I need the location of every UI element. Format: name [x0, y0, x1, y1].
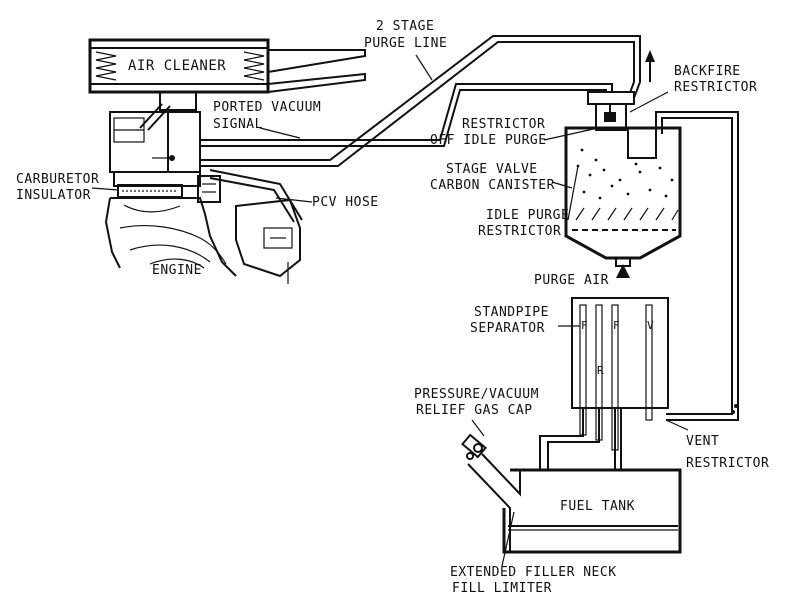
carburetor [109, 92, 221, 203]
label-restrictor-off-line2: OFF IDLE PURGE [430, 133, 547, 148]
air-cleaner [88, 38, 366, 94]
label-restrictor-off-line1: RESTRICTOR [462, 117, 545, 132]
pipe-label-f2: F [613, 319, 620, 332]
label-backfire-line2: RESTRICTOR [674, 80, 757, 95]
label-filler-line2: FILL LIMITER [452, 581, 552, 596]
label-stage-valve-line1: STAGE VALVE [446, 162, 538, 177]
label-idle-purge-line2: RESTRICTOR [478, 224, 561, 239]
pipe-label-f1: F [581, 319, 588, 332]
label-vent-line2: RESTRICTOR [686, 456, 769, 471]
label-standpipe-line1: STANDPIPE [474, 305, 549, 320]
label-idle-purge-line1: IDLE PURGE [486, 208, 569, 223]
label-filler-line1: EXTENDED FILLER NECK [450, 565, 617, 580]
pipe-label-r: R [597, 364, 604, 377]
label-standpipe-line2: SEPARATOR [470, 321, 545, 336]
label-ported-vacuum-line1: PORTED VACUUM [213, 100, 321, 115]
label-engine: ENGINE [152, 263, 202, 278]
label-stage-valve-line2: CARBON CANISTER [430, 178, 555, 193]
label-ported-vacuum-line2: SIGNAL [213, 117, 263, 132]
carbon-canister [564, 91, 682, 278]
label-air-cleaner: AIR CLEANER [128, 58, 226, 74]
vent-line [655, 111, 739, 421]
label-fuel-tank: FUEL TANK [560, 499, 635, 514]
purge-line [200, 35, 641, 167]
leader-lines [91, 54, 689, 567]
label-two-stage-line2: PURGE LINE [364, 36, 447, 51]
label-vent-line1: VENT [686, 434, 719, 449]
label-pressure-line1: PRESSURE/VACUUM [414, 387, 539, 402]
label-pressure-line2: RELIEF GAS CAP [416, 403, 533, 418]
flow-arrow [645, 50, 655, 82]
label-pcv-hose: PCV HOSE [312, 195, 379, 210]
pcv-hose [209, 169, 303, 223]
pipe-label-v: V [647, 319, 654, 332]
engine-block [104, 197, 301, 284]
label-purge-air: PURGE AIR [534, 273, 609, 288]
fuel-tank [461, 433, 682, 554]
label-two-stage-line1: 2 STAGE [376, 19, 434, 34]
label-carburetor-line1: CARBURETOR [16, 172, 99, 187]
label-carburetor-line2: INSULATOR [16, 188, 91, 203]
standpipe-separator [539, 297, 669, 470]
label-backfire-line1: BACKFIRE [674, 64, 741, 79]
